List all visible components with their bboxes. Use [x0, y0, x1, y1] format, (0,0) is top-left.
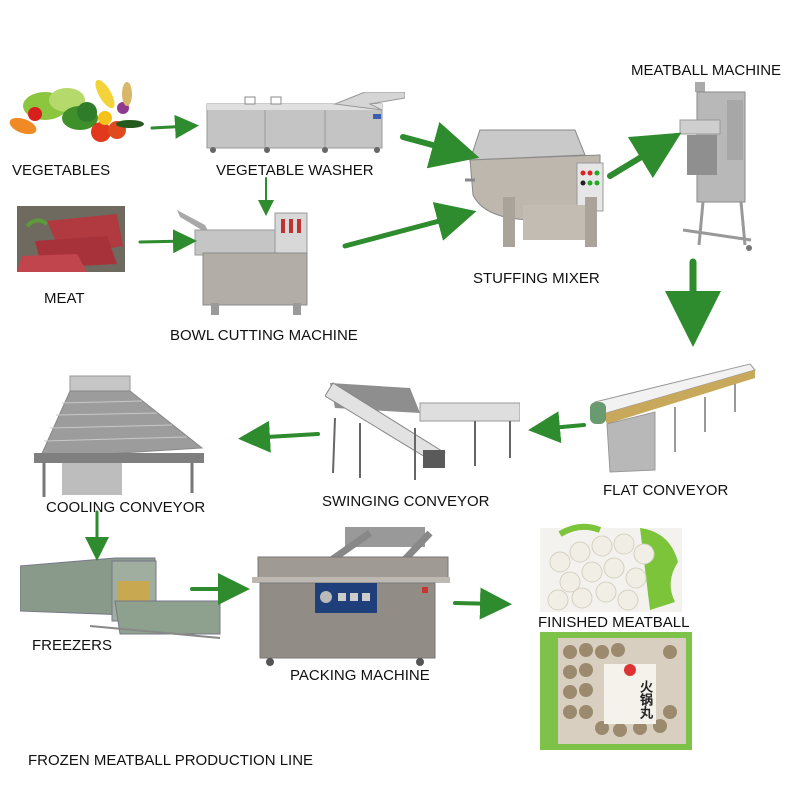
node-label-packing-machine: PACKING MACHINE [290, 667, 430, 684]
arrow-washer-to-mixer [400, 121, 480, 169]
arrow-flat-to-swinging [528, 411, 586, 444]
node-label-freezers: FREEZERS [32, 637, 113, 654]
meatball-machine-image [675, 80, 755, 255]
arrow-vegetables-to-washer [150, 114, 199, 139]
meatball-package-image: 火锅丸 [540, 632, 692, 750]
bowl-cutting-machine-image [175, 205, 310, 317]
packing-machine-image [250, 525, 450, 667]
node-label-meatball-machine: MEATBALL MACHINE [631, 62, 782, 79]
freezers-image [19, 556, 225, 646]
flat-conveyor-image [585, 362, 760, 477]
package-label-text: 火锅丸 [638, 680, 653, 719]
meat-image [17, 206, 125, 272]
arrow-packing-to-finished [453, 587, 512, 620]
arrow-bowlcutter-to-mixer [342, 202, 477, 249]
node-label-cooling-conveyor: COOLING CONVEYOR [46, 499, 206, 516]
arrow-mixer-to-meatball [607, 132, 682, 179]
node-label-finished-meatball: FINISHED MEATBALL [538, 614, 690, 631]
vegetable-washer-image [205, 91, 406, 154]
arrow-swinging-to-cooling [238, 420, 320, 453]
finished-meatball-image [540, 522, 682, 612]
node-label-vegetables: VEGETABLES [12, 162, 111, 179]
node-label-meat: MEAT [44, 290, 85, 307]
cooling-conveyor-image [22, 373, 207, 498]
node-label-stuffing-mixer: STUFFING MIXER [473, 270, 600, 287]
stuffing-mixer-image [463, 125, 605, 255]
node-label-vegetable-washer: VEGETABLE WASHER [216, 162, 374, 179]
node-label-swinging-conveyor: SWINGING CONVEYOR [322, 493, 490, 510]
node-label-bowl-cutting-machine: BOWL CUTTING MACHINE [170, 327, 358, 344]
node-label-flat-conveyor: FLAT CONVEYOR [603, 482, 729, 499]
vegetables-image [5, 78, 150, 150]
diagram-title: FROZEN MEATBALL PRODUCTION LINE [28, 752, 314, 769]
swinging-conveyor-image [324, 378, 521, 483]
